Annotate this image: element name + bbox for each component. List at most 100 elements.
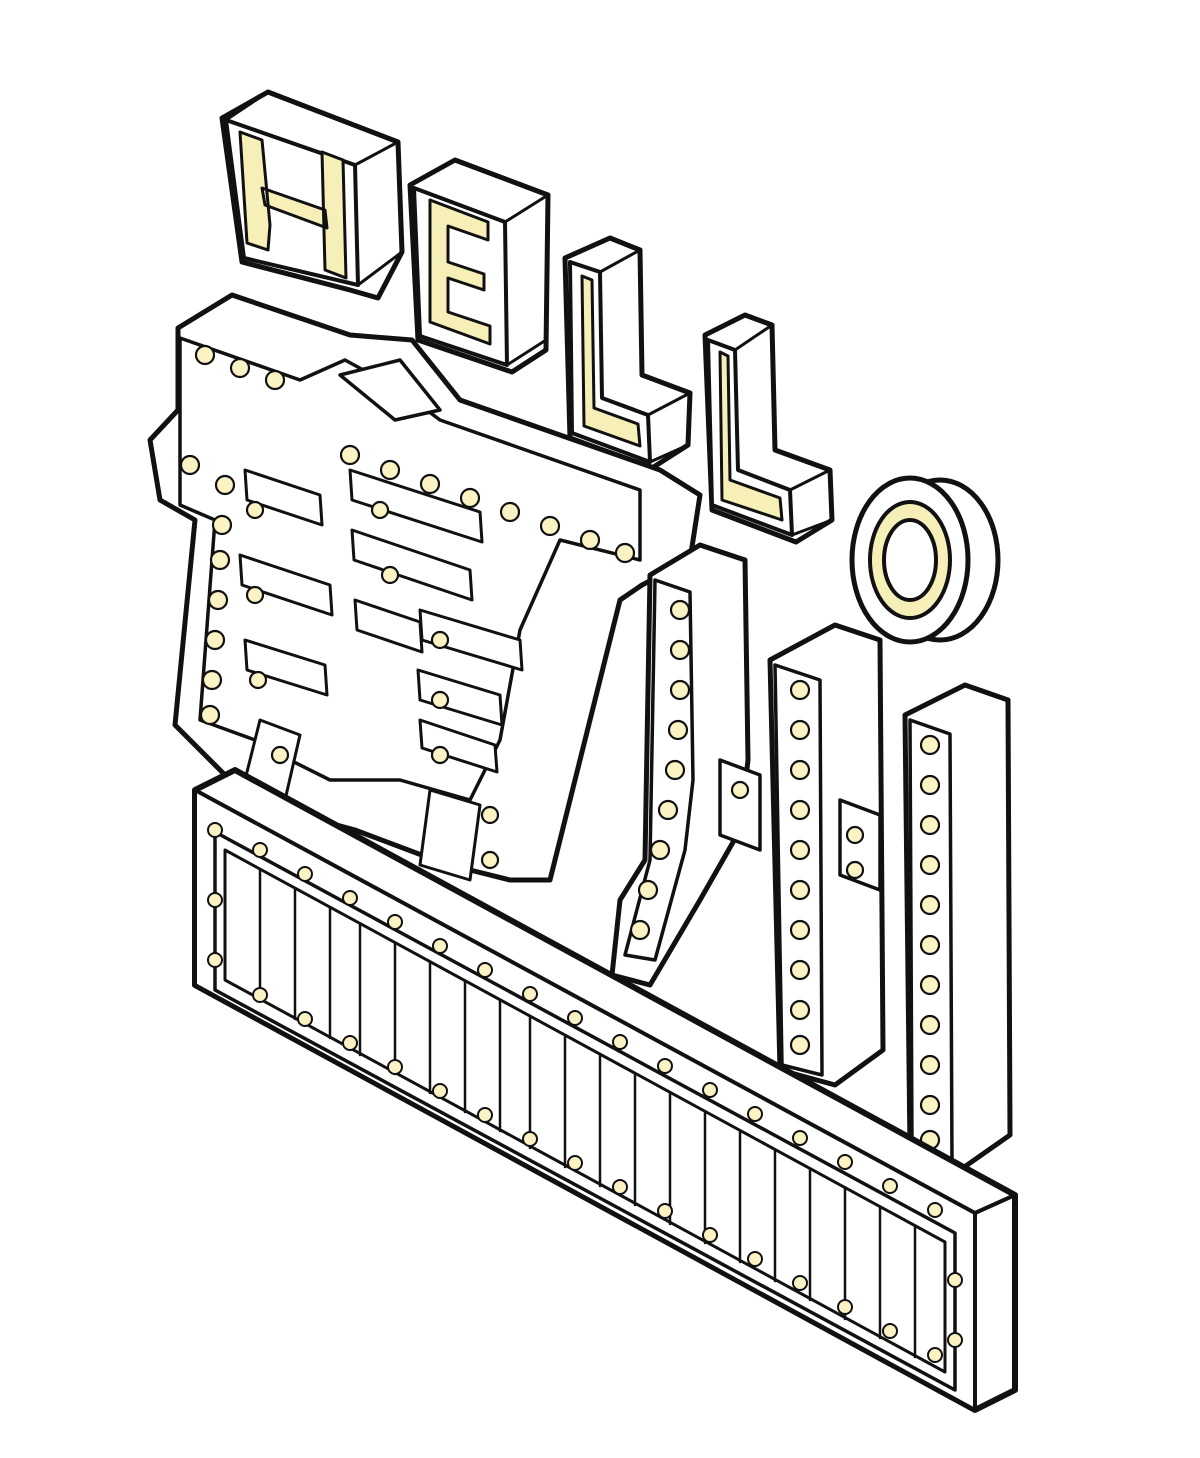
bulb-icon (789, 1034, 811, 1056)
bulb-icon (657, 1058, 673, 1074)
bulb-icon (919, 734, 941, 756)
bulb-icon (252, 987, 268, 1003)
bulb-icon (229, 357, 251, 379)
bulb-icon (480, 850, 500, 870)
bulb-icon (789, 839, 811, 861)
bulb-icon (419, 473, 441, 495)
bulb-icon (919, 814, 941, 836)
bulb-icon (370, 500, 390, 520)
bulb-icon (207, 822, 223, 838)
bulb-icon (669, 599, 691, 621)
bulb-icon (919, 854, 941, 876)
bulb-icon (194, 344, 216, 366)
bulb-icon (657, 1203, 673, 1219)
bulb-icon (789, 919, 811, 941)
bulb-icon (789, 799, 811, 821)
bulb-icon (204, 629, 226, 651)
bulb-icon (379, 459, 401, 481)
bulb-icon (264, 369, 286, 391)
character-guang (147, 292, 703, 883)
bulb-icon (579, 529, 601, 551)
bulb-icon (380, 565, 400, 585)
bulb-icon (789, 679, 811, 701)
bulb-icon (207, 589, 229, 611)
bulb-icon (747, 1251, 763, 1267)
bulb-icon (789, 999, 811, 1021)
bulb-icon (207, 952, 223, 968)
banner-bulbs (207, 822, 963, 1363)
bulb-icon (499, 501, 521, 523)
bulb-icon (477, 962, 493, 978)
bulb-icon (882, 1323, 898, 1339)
bulb-icon (927, 1347, 943, 1363)
bulb-icon (522, 1131, 538, 1147)
bulb-icon (539, 515, 561, 537)
banner-slats (258, 868, 917, 1359)
bulb-icon (612, 1034, 628, 1050)
bulb-icon (430, 630, 450, 650)
bulb-icon (207, 892, 223, 908)
bulb-icon (248, 670, 268, 690)
bulb-icon (919, 894, 941, 916)
letter-o (849, 475, 1001, 645)
letter-e (407, 157, 551, 375)
bulb-icon (567, 1155, 583, 1171)
bulb-icon (669, 679, 691, 701)
bulb-icon (637, 879, 659, 901)
bulb-icon (947, 1332, 963, 1348)
bulb-icon (919, 774, 941, 796)
bulb-icon (649, 839, 671, 861)
bulb-icon (245, 500, 265, 520)
bulb-icon (387, 914, 403, 930)
bulb-icon (789, 879, 811, 901)
bulb-icon (789, 759, 811, 781)
bulb-icon (339, 444, 361, 466)
bulb-icon (211, 514, 233, 536)
bulb-icon (792, 1275, 808, 1291)
bulb-icon (430, 745, 450, 765)
bulb-icon (430, 690, 450, 710)
bulb-icon (179, 454, 201, 476)
bulb-icon (459, 487, 481, 509)
bulb-icon (702, 1082, 718, 1098)
bulb-icon (837, 1154, 853, 1170)
bulb-icon (612, 1179, 628, 1195)
bulb-icon (927, 1202, 943, 1218)
bulb-icon (522, 986, 538, 1002)
bulb-icon (947, 1272, 963, 1288)
bulb-icon (789, 719, 811, 741)
bulb-icon (342, 1035, 358, 1051)
marquee-banner (192, 767, 1018, 1413)
bulb-icon (252, 842, 268, 858)
bulb-icon (199, 704, 221, 726)
bulb-icon (919, 1014, 941, 1036)
bulb-icon (201, 669, 223, 691)
bulb-icon (669, 639, 691, 661)
bulb-icon (432, 1083, 448, 1099)
letter-l-first (562, 235, 693, 471)
bulb-icon (245, 585, 265, 605)
bulb-icon (297, 1011, 313, 1027)
hello-lettering (219, 89, 1001, 645)
bulb-icon (747, 1106, 763, 1122)
bulb-icon (480, 805, 500, 825)
bulb-icon (919, 1094, 941, 1116)
bulb-icon (477, 1107, 493, 1123)
bulb-icon (919, 974, 941, 996)
bulb-icon (882, 1178, 898, 1194)
bulb-icon (614, 542, 636, 564)
letter-l-second (702, 312, 835, 545)
bulb-icon (919, 934, 941, 956)
bulb-icon (919, 1054, 941, 1076)
bulb-icon (664, 759, 686, 781)
bulb-icon (702, 1227, 718, 1243)
bulb-icon (730, 780, 750, 800)
bulb-icon (214, 474, 236, 496)
bulb-icon (657, 799, 679, 821)
bulb-icon (845, 860, 865, 880)
bulb-icon (629, 919, 651, 941)
bulb-icon (792, 1130, 808, 1146)
bulb-icon (845, 825, 865, 845)
bulb-icon (667, 719, 689, 741)
